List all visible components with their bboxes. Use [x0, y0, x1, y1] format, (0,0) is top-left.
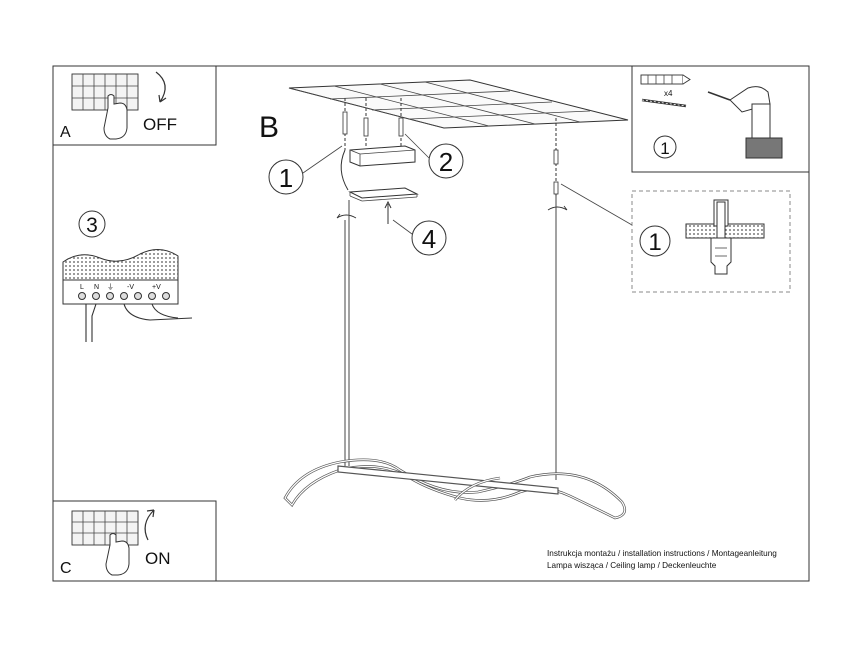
parts-panel: x4 1 — [631, 65, 810, 173]
circuit-breaker-icon — [71, 510, 139, 546]
hand-icon — [103, 94, 128, 140]
screw-icon — [398, 117, 404, 137]
terminal-block-body — [62, 249, 179, 281]
callout-2: 2 — [404, 133, 464, 179]
callout-4: 4 — [392, 219, 447, 256]
parts-step-number: 1 — [660, 139, 669, 158]
ceiling-plate — [288, 79, 629, 129]
wall-plug-icon — [640, 74, 691, 85]
screw-icon — [641, 98, 687, 108]
callout-2-number: 2 — [439, 147, 453, 177]
rotate-arrow-icon — [547, 205, 568, 211]
led-cable — [123, 303, 193, 321]
footer-line-1: Instrukcja montażu / installation instru… — [547, 549, 777, 558]
terminal-label-n: N — [94, 284, 99, 291]
terminal-label-minus-v: -V — [127, 284, 134, 291]
wiring-step-number: 3 — [86, 214, 98, 237]
mains-cable — [85, 303, 97, 342]
terminal-screws — [78, 292, 170, 300]
hand-icon — [105, 533, 130, 576]
step-c-caption: ON — [145, 549, 171, 568]
suspension-point-right — [553, 118, 633, 226]
screw-icon — [363, 117, 369, 137]
anchor-detail: 1 — [631, 190, 791, 293]
step-c-panel: C ON — [52, 500, 217, 582]
lamp-body — [283, 458, 627, 520]
rotate-arrow-icon — [336, 213, 357, 219]
detail-step-number: 1 — [648, 229, 661, 256]
footer-line-2: Lampa wisząca / Ceiling lamp / Deckenleu… — [547, 561, 717, 570]
canopy-cover — [348, 187, 419, 199]
circuit-breaker-icon — [71, 73, 139, 111]
wiring-diagram: 3 L N ⏚ -V +V — [62, 210, 193, 342]
parts-quantity: x4 — [664, 89, 673, 98]
terminal-label-plus-v: +V — [152, 284, 161, 291]
canopy-parts — [340, 98, 419, 224]
step-a-letter: A — [60, 124, 71, 141]
rotate-arrow-icon — [144, 509, 155, 541]
supply-cable — [340, 149, 349, 191]
screw-icon — [342, 111, 348, 135]
drill-icon — [707, 86, 783, 159]
sheet-frame — [52, 65, 810, 582]
terminal-strip — [62, 279, 179, 305]
callout-1-number: 1 — [279, 163, 293, 193]
step-c-letter: C — [60, 560, 72, 577]
callout-1: 1 — [268, 145, 343, 195]
terminal-label-earth: ⏚ — [107, 283, 114, 291]
step-a-panel: A OFF — [52, 65, 217, 146]
step-a-caption: OFF — [143, 115, 177, 134]
step-b-letter: B — [259, 111, 279, 144]
callout-4-number: 4 — [422, 224, 436, 254]
rotate-arrow-icon — [155, 71, 167, 103]
terminal-label-l: L — [80, 284, 84, 291]
